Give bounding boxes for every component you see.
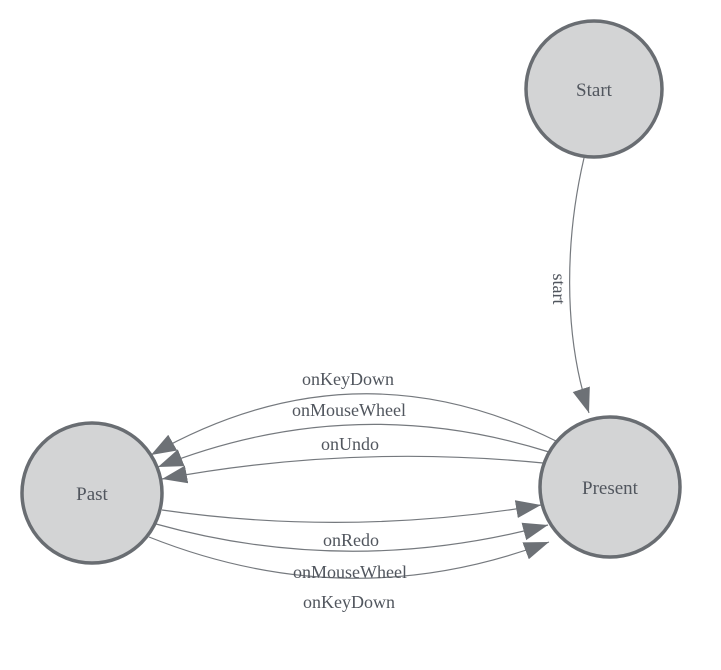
node-present-circle[interactable] xyxy=(538,415,682,559)
node-past-circle[interactable] xyxy=(20,421,164,565)
node-past[interactable]: Past xyxy=(20,421,164,565)
edge-label-onmousewheel-top: onMouseWheel xyxy=(292,400,406,420)
node-present[interactable]: Present xyxy=(538,415,682,559)
edge-label-onredo: onRedo xyxy=(323,530,379,550)
edge-past-to-present-onkeydown xyxy=(148,536,550,579)
node-start[interactable]: Start xyxy=(524,19,664,159)
edge-label-onmousewheel-bottom: onMouseWheel xyxy=(293,562,407,582)
edge-past-to-present-onredo xyxy=(161,500,542,523)
edge-label-onkeydown-bottom: onKeyDown xyxy=(303,592,395,612)
edge-label-onkeydown-top: onKeyDown xyxy=(302,369,394,389)
edge-start-to-present xyxy=(569,157,590,414)
node-past-label: Past xyxy=(76,484,108,505)
edge-present-to-past-onundo xyxy=(161,455,544,484)
node-start-label: Start xyxy=(576,80,613,101)
edge-present-to-past-onmousewheel xyxy=(157,423,550,468)
edge-label-start: start xyxy=(549,274,569,305)
node-present-label: Present xyxy=(582,478,639,499)
edge-present-to-past-onkeydown xyxy=(150,393,557,456)
edge-past-to-present-onmousewheel xyxy=(155,522,549,552)
edge-label-onundo: onUndo xyxy=(321,434,379,454)
node-start-circle[interactable] xyxy=(524,19,664,159)
